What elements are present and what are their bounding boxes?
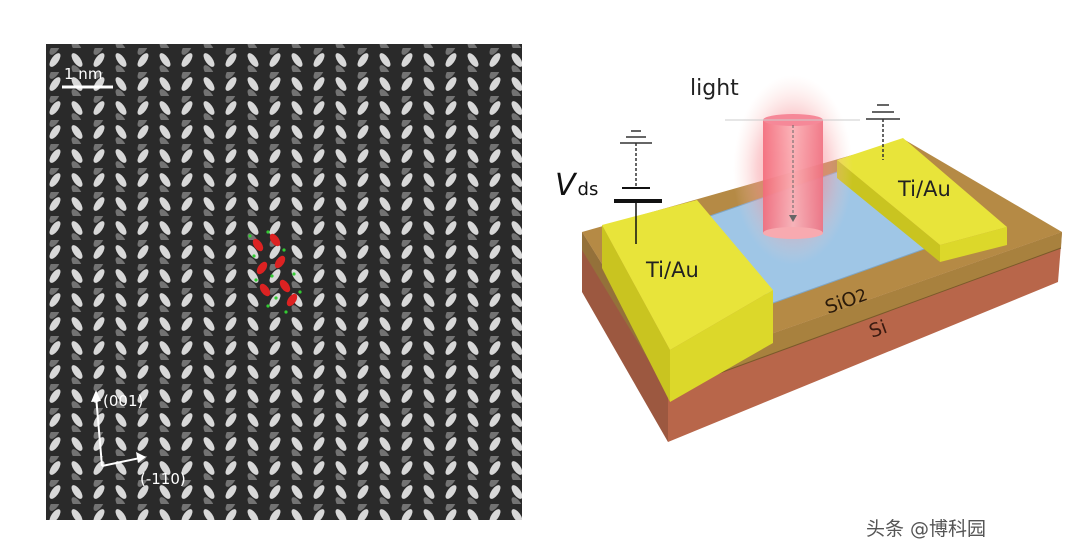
watermark: 头条 @博科园 <box>866 518 987 540</box>
axis-vertical-label: (001) <box>103 392 143 410</box>
right-electrode <box>837 138 1007 262</box>
light-beam <box>733 75 853 265</box>
right-electrode-label: Ti/Au <box>897 177 951 201</box>
ground-symbol-right-icon <box>866 104 900 160</box>
structure-overlay <box>248 230 302 314</box>
axis-horizontal-label: (-110) <box>140 470 186 488</box>
scale-bar-label: 1 nm <box>64 65 102 83</box>
substrate-label: Si <box>866 316 890 343</box>
left-electrode <box>602 200 773 402</box>
crystal-axes-icon <box>91 390 146 467</box>
left-electrode-label: Ti/Au <box>645 258 699 282</box>
battery-icon <box>614 187 662 244</box>
light-label: light <box>690 76 739 101</box>
tem-image: 1 nm (001) (-110) <box>46 44 522 520</box>
ground-symbol-left-icon <box>620 130 652 188</box>
